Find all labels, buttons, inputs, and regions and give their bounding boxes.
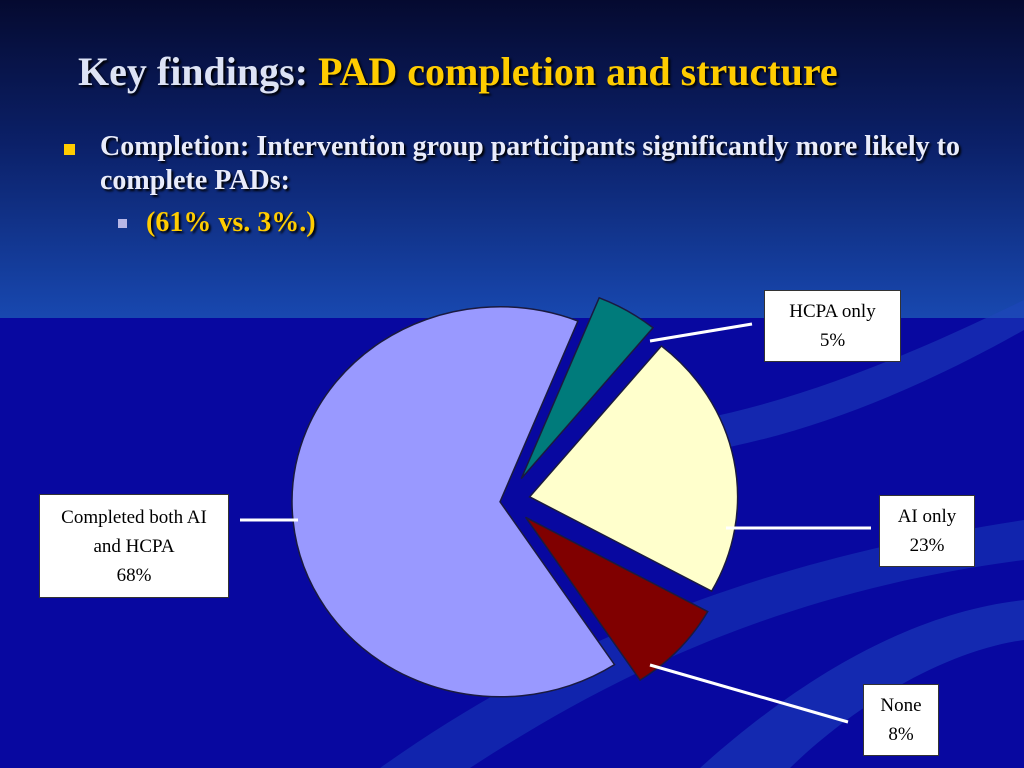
slice-label-name: Completed both AI and HCPA	[61, 506, 207, 557]
slice-label-percent: 68%	[116, 564, 152, 586]
pie-slice-ai-only	[528, 344, 739, 593]
leader-line	[649, 322, 753, 343]
bullet-completion: Completion: Intervention group participa…	[100, 131, 960, 196]
title-prefix: Key findings:	[78, 49, 319, 94]
bullet-square-icon	[64, 144, 75, 155]
slice-label-ai-only: AI only 23%	[879, 495, 975, 567]
slice-label-completed-both: Completed both AI and HCPA 68%	[39, 494, 229, 598]
sub-bullet-square-icon	[118, 219, 127, 228]
slice-label-hcpa-only: HCPA only 5%	[764, 290, 901, 362]
slice-label-name: HCPA only	[789, 301, 876, 322]
slice-label-percent: 8%	[888, 724, 914, 745]
slice-label-none: None 8%	[863, 684, 939, 756]
slice-label-name: AI only	[897, 506, 957, 527]
slide-title: Key findings: PAD completion and structu…	[78, 48, 838, 95]
pie-slice-none	[525, 516, 709, 682]
title-highlight: PAD completion and structure	[318, 49, 838, 94]
background-swoosh	[700, 600, 1024, 768]
background-swoosh	[380, 520, 1024, 768]
slice-label-percent: 5%	[819, 330, 846, 351]
leader-line	[649, 663, 849, 724]
sub-bullet-percentages: (61% vs. 3%.)	[146, 207, 316, 238]
pie-slice-hcpa-only	[520, 296, 655, 480]
slice-label-percent: 23%	[909, 535, 945, 556]
slice-label-name: None	[880, 695, 922, 716]
